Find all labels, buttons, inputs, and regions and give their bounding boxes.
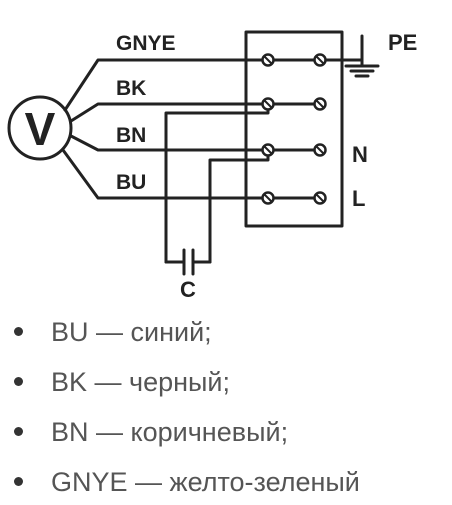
wire-label-bu: BU <box>116 171 146 194</box>
wire-label-gnye: GNYE <box>116 32 176 55</box>
legend-text-bk: BK — черный; <box>51 367 231 397</box>
wire-gnye <box>63 58 270 112</box>
screw-1-right-slot <box>315 55 325 65</box>
terminal-label-n: N <box>352 142 368 167</box>
screw-3-left-slot <box>263 145 273 155</box>
terminal-label-pe: PE <box>388 30 417 55</box>
bullet-icon <box>14 377 23 387</box>
capacitor-label: C <box>180 277 196 300</box>
terminal-block <box>244 30 344 228</box>
bullet-icon <box>14 427 23 437</box>
bullet-icon <box>14 477 23 487</box>
capacitor-lead-left <box>164 102 270 264</box>
screw-2-left-slot <box>263 99 273 109</box>
legend-item-bk: BK — черный; <box>14 362 230 402</box>
motor-label: V <box>25 103 56 155</box>
legend-item-bu: BU — синий; <box>14 312 212 352</box>
wire-bk <box>69 102 270 123</box>
motor-circle <box>7 95 73 161</box>
legend-text-gnye: GNYE — желто-зеленый <box>51 467 360 497</box>
screw-2-right-slot <box>315 99 325 109</box>
screw-3-right-slot <box>315 145 325 155</box>
capacitor-lead-right <box>208 148 270 264</box>
screw-1-left-slot <box>263 55 273 65</box>
legend-text-bn: BN — коричневый; <box>51 417 289 447</box>
screw-4-left-slot <box>263 193 273 203</box>
wire-label-bn: BN <box>116 124 146 147</box>
wire-bn <box>69 134 270 152</box>
legend-item-bn: BN — коричневый; <box>14 412 288 452</box>
bullet-icon <box>14 327 23 337</box>
wiring-diagram: V GNYE BK BN BU C PE N L <box>7 30 417 300</box>
legend-item-gnye: GNYE — желто-зеленый <box>14 462 360 502</box>
screw-4-right-slot <box>315 193 325 203</box>
terminal-label-l: L <box>352 186 365 211</box>
legend-text-bu: BU — синий; <box>51 317 212 347</box>
wire-label-bk: BK <box>116 77 146 100</box>
